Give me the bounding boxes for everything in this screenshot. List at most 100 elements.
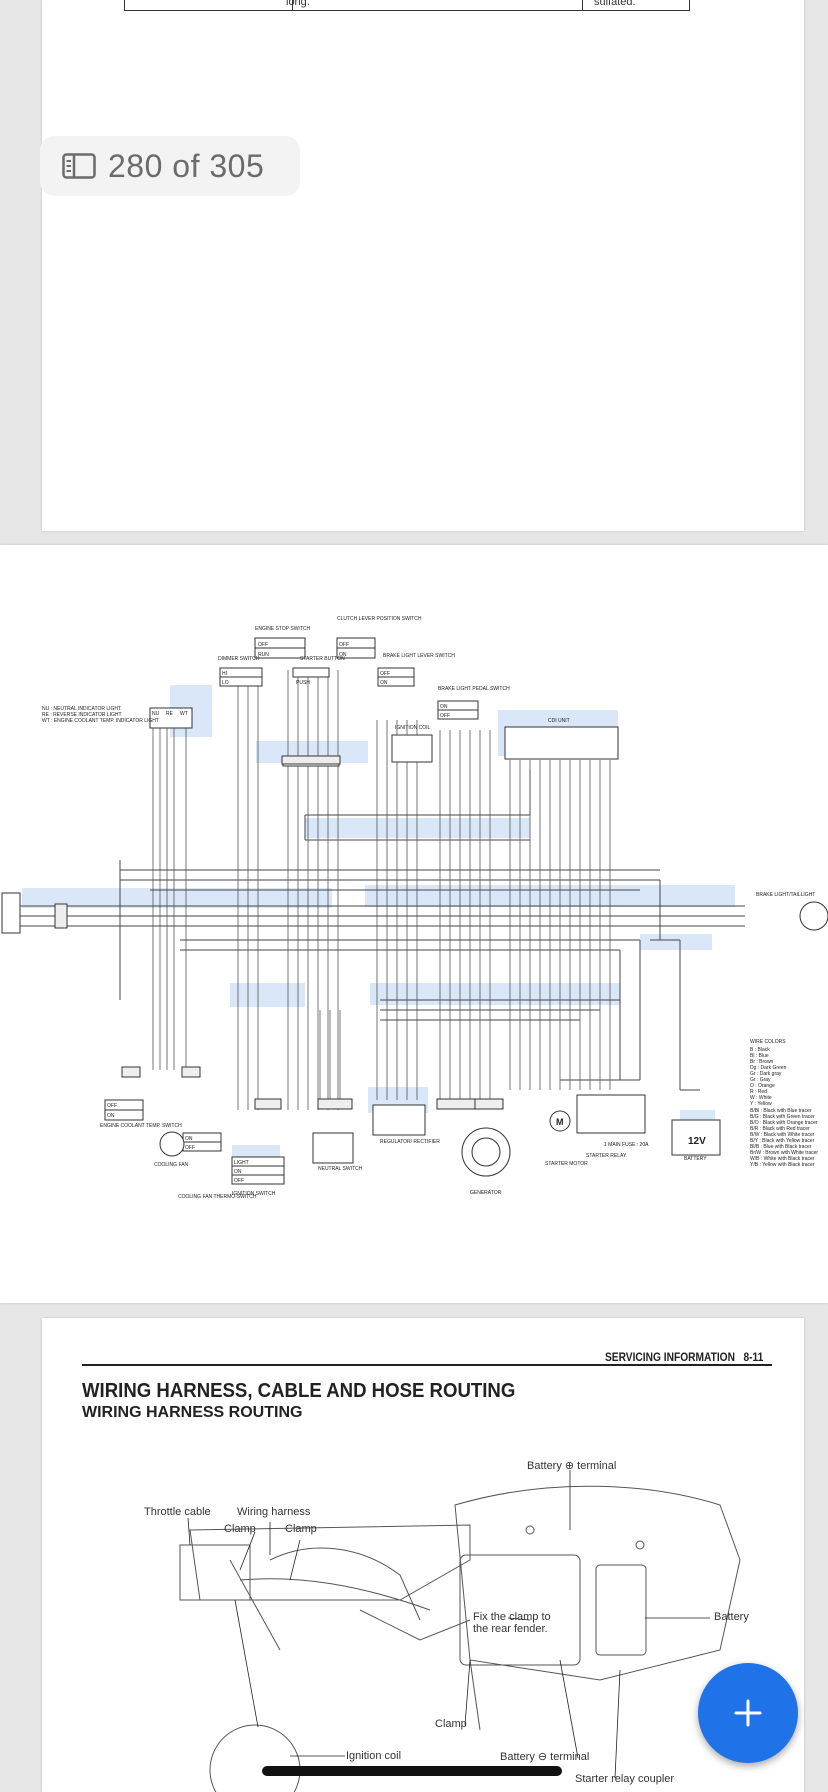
svg-text:B/W : Black with White tracer: B/W : Black with White tracer bbox=[750, 1132, 815, 1138]
svg-text:Br : Brown: Br : Brown bbox=[750, 1059, 774, 1065]
svg-text:ON: ON bbox=[380, 680, 388, 686]
svg-text:BRAKE LIGHT LEVER SWITCH: BRAKE LIGHT LEVER SWITCH bbox=[383, 653, 455, 659]
svg-text:LO: LO bbox=[222, 680, 229, 686]
document-page-current: SERVICING INFORMATION 8-11 bbox=[42, 1318, 804, 1792]
svg-text:STARTER BUTTON: STARTER BUTTON bbox=[300, 656, 345, 662]
book-icon bbox=[62, 153, 96, 179]
svg-text:ON: ON bbox=[234, 1169, 242, 1175]
diagram-text: ENGINE STOP SWITCH CLUTCH LEVER POSITION… bbox=[42, 616, 818, 1200]
svg-text:WIRE COLORS: WIRE COLORS bbox=[750, 1039, 786, 1045]
svg-text:RE : REVERSE INDICATOR LIGHT: RE : REVERSE INDICATOR LIGHT bbox=[42, 712, 122, 718]
svg-text:Bl/B : Blue with Black tracer: Bl/B : Blue with Black tracer bbox=[750, 1144, 812, 1150]
svg-text:BRAKE LIGHT/TAILLIGHT: BRAKE LIGHT/TAILLIGHT bbox=[756, 892, 815, 898]
table-divider bbox=[292, 0, 293, 11]
callout-label: Clamp bbox=[285, 1523, 317, 1535]
connectors bbox=[54, 755, 504, 1110]
svg-text:WT : ENGINE COOLANT TEMP. INDI: WT : ENGINE COOLANT TEMP. INDICATOR LIGH… bbox=[42, 718, 159, 724]
document-page-previous: long. sulfated. bbox=[42, 0, 804, 531]
svg-text:NU: NU bbox=[152, 711, 160, 717]
svg-text:CLUTCH LEVER POSITION SWITCH: CLUTCH LEVER POSITION SWITCH bbox=[337, 616, 422, 622]
svg-text:LIGHT: LIGHT bbox=[234, 1160, 249, 1166]
svg-text:GENERATOR: GENERATOR bbox=[470, 1190, 502, 1196]
home-indicator[interactable] bbox=[262, 1766, 562, 1776]
svg-text:ENGINE COOLANT TEMP. SWITCH: ENGINE COOLANT TEMP. SWITCH bbox=[100, 1123, 182, 1129]
harness-routing-drawing bbox=[179, 1470, 741, 1792]
wiring-diagram: ENGINE STOP SWITCH CLUTCH LEVER POSITION… bbox=[1, 616, 828, 1200]
page-indicator[interactable]: 280 of 305 bbox=[40, 136, 300, 196]
svg-text:COOLING FAN THERMO-SWITCH: COOLING FAN THERMO-SWITCH bbox=[178, 1194, 257, 1200]
table-right-border bbox=[689, 0, 690, 11]
battery-voltage-label: 12V bbox=[688, 1136, 706, 1147]
component-boxes bbox=[104, 637, 721, 1185]
svg-text:OFF: OFF bbox=[258, 642, 268, 648]
svg-text:PUSH: PUSH bbox=[296, 680, 310, 686]
callout-label: Clamp bbox=[224, 1523, 256, 1535]
svg-text:B/Y : Black with Yellow tracer: B/Y : Black with Yellow tracer bbox=[750, 1138, 815, 1144]
svg-text:REGULATOR/ RECTIFIER: REGULATOR/ RECTIFIER bbox=[380, 1139, 440, 1145]
svg-text:OFF: OFF bbox=[185, 1145, 195, 1151]
callout-label: Battery ⊕ terminal bbox=[527, 1460, 617, 1472]
svg-text:R : Red: R : Red bbox=[750, 1089, 767, 1095]
svg-text:OFF: OFF bbox=[440, 713, 450, 719]
callout-label: Throttle cable bbox=[144, 1506, 211, 1518]
svg-text:IGNITION COIL: IGNITION COIL bbox=[395, 725, 431, 731]
page-subtitle: WIRING HARNESS ROUTING bbox=[82, 1404, 303, 1421]
svg-text:ON: ON bbox=[185, 1136, 193, 1142]
svg-text:BATTERY: BATTERY bbox=[684, 1156, 707, 1162]
svg-text:Bl : Blue: Bl : Blue bbox=[750, 1053, 769, 1059]
svg-text:NU : NEUTRAL INDICATOR LIGHT: NU : NEUTRAL INDICATOR LIGHT bbox=[42, 706, 121, 712]
svg-text:BRAKE LIGHT PEDAL SWITCH: BRAKE LIGHT PEDAL SWITCH bbox=[438, 686, 510, 692]
svg-text:ON: ON bbox=[339, 652, 347, 658]
table-bottom-border bbox=[124, 10, 690, 11]
svg-text:WT: WT bbox=[180, 711, 188, 717]
svg-text:HI: HI bbox=[222, 671, 227, 677]
round-components bbox=[1, 892, 828, 1177]
svg-text:ON: ON bbox=[440, 704, 448, 710]
svg-text:OFF: OFF bbox=[380, 671, 390, 677]
svg-text:OFF: OFF bbox=[107, 1103, 117, 1109]
svg-text:IGNITION SWITCH: IGNITION SWITCH bbox=[232, 1191, 276, 1197]
section-header: SERVICING INFORMATION 8-11 bbox=[605, 1350, 764, 1364]
svg-text:Dg : Dark Green: Dg : Dark Green bbox=[750, 1065, 787, 1071]
svg-text:NEUTRAL SWITCH: NEUTRAL SWITCH bbox=[318, 1166, 363, 1172]
callout-label: Starter relay coupler bbox=[575, 1773, 675, 1785]
callout-label: Ignition coil bbox=[346, 1750, 402, 1762]
svg-text:B/R : Black with Red tracer: B/R : Black with Red tracer bbox=[750, 1126, 810, 1132]
svg-text:Br/W : Brown with White tracer: Br/W : Brown with White tracer bbox=[750, 1150, 818, 1156]
callout-label: Fix the clamp to the rear fender. bbox=[473, 1611, 551, 1635]
callout-label: Clamp bbox=[435, 1718, 467, 1730]
header-rule bbox=[82, 1364, 772, 1366]
svg-text:W/B : White with Black tracer: W/B : White with Black tracer bbox=[750, 1156, 815, 1162]
svg-text:STARTER MOTOR: STARTER MOTOR bbox=[545, 1161, 588, 1167]
add-button[interactable] bbox=[698, 1663, 798, 1763]
document-page-wiring-diagram: ENGINE STOP SWITCH CLUTCH LEVER POSITION… bbox=[0, 545, 828, 1303]
motor-symbol: M bbox=[556, 1117, 564, 1127]
svg-text:Gr : Dark gray: Gr : Dark gray bbox=[750, 1071, 782, 1077]
plus-icon bbox=[734, 1699, 762, 1727]
svg-text:Gr : Gray: Gr : Gray bbox=[750, 1077, 771, 1083]
callout-label: Battery bbox=[714, 1611, 749, 1623]
svg-text:RUN: RUN bbox=[258, 652, 269, 658]
svg-text:CDI UNIT: CDI UNIT bbox=[548, 718, 570, 724]
svg-text:Y : Yellow: Y : Yellow bbox=[750, 1101, 772, 1107]
svg-text:B/O : Black with Orange tracer: B/O : Black with Orange tracer bbox=[750, 1120, 818, 1126]
svg-text:ON: ON bbox=[107, 1113, 115, 1119]
callout-label: Wiring harness bbox=[237, 1506, 311, 1518]
svg-text:B : Black: B : Black bbox=[750, 1047, 770, 1053]
svg-text:ENGINE STOP SWITCH: ENGINE STOP SWITCH bbox=[255, 626, 310, 632]
svg-text:Y/B : Yellow with Black tracer: Y/B : Yellow with Black tracer bbox=[750, 1162, 815, 1168]
svg-text:OFF: OFF bbox=[339, 642, 349, 648]
svg-text:W : White: W : White bbox=[750, 1095, 772, 1101]
table-cell: long. bbox=[286, 0, 310, 8]
svg-text:DIMMER SWITCH: DIMMER SWITCH bbox=[218, 656, 260, 662]
svg-text:OFF: OFF bbox=[234, 1178, 244, 1184]
page-title: WIRING HARNESS, CABLE AND HOSE ROUTING bbox=[82, 1380, 516, 1402]
table-left-border bbox=[124, 0, 125, 11]
table-divider bbox=[582, 0, 583, 11]
svg-text:RE: RE bbox=[166, 711, 174, 717]
wire-bundles bbox=[152, 670, 611, 1110]
svg-text:1 MAIN FUSE : 20A: 1 MAIN FUSE : 20A bbox=[604, 1142, 649, 1148]
svg-text:O : Orange: O : Orange bbox=[750, 1083, 775, 1089]
table-cell: sulfated. bbox=[594, 0, 636, 8]
svg-text:STARTER RELAY: STARTER RELAY bbox=[586, 1153, 627, 1159]
